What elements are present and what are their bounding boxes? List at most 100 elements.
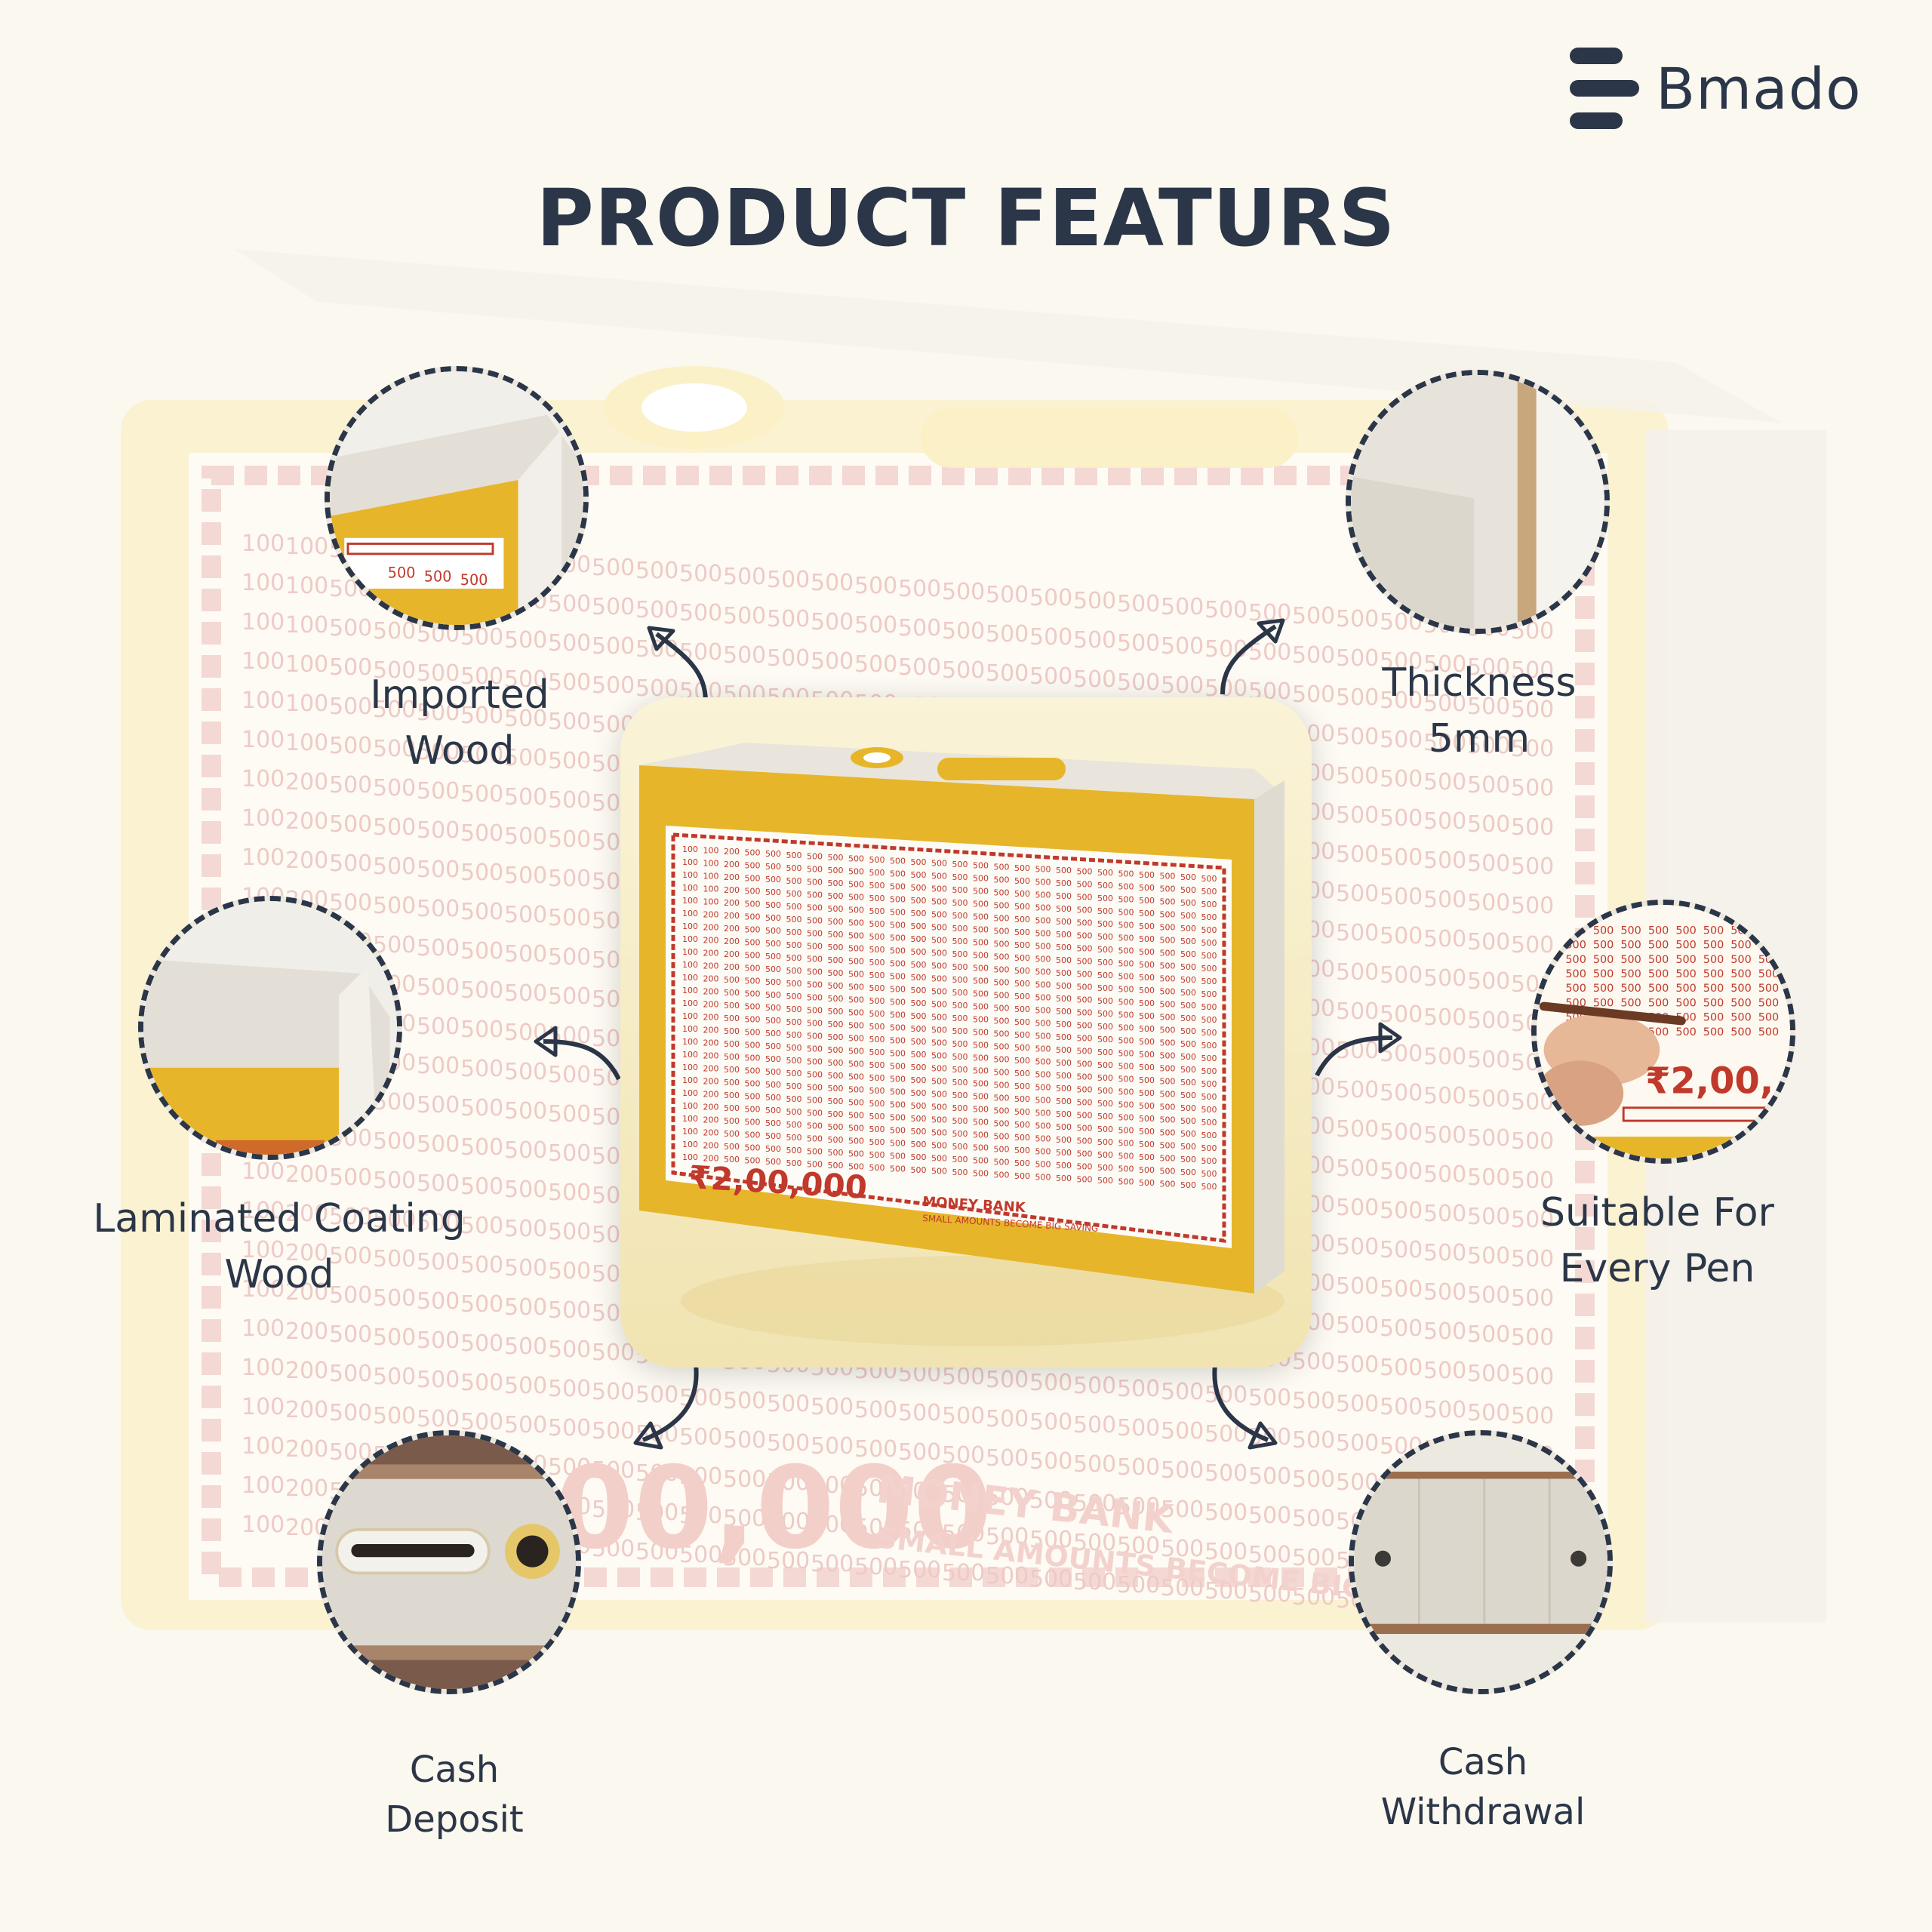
grid-value: 500 xyxy=(460,1056,503,1082)
grid-value: 500 xyxy=(898,615,941,641)
grid-value: 500 xyxy=(994,1093,1010,1103)
grid-value: 500 xyxy=(1035,928,1051,938)
grid-value: 500 xyxy=(973,951,989,961)
grid-value: 500 xyxy=(952,898,968,908)
grid-value: 500 xyxy=(1014,1056,1030,1066)
grid-value: 500 xyxy=(765,888,781,897)
grid-value: 500 xyxy=(848,1097,864,1107)
grid-value: 500 xyxy=(1593,983,1614,995)
grid-value: 500 xyxy=(807,1044,823,1054)
grid-value: 500 xyxy=(1620,997,1641,1009)
grid-value: 500 xyxy=(1097,971,1113,980)
grid-value: 500 xyxy=(890,1152,906,1161)
grid-value: 500 xyxy=(786,915,802,924)
grid-value: 500 xyxy=(724,1014,740,1023)
grid-value: 500 xyxy=(765,964,781,974)
grid-value: 500 xyxy=(854,612,897,638)
grid-value: 500 xyxy=(807,1146,823,1156)
grid-value: 500 xyxy=(1077,866,1093,876)
grid-value: 500 xyxy=(1035,992,1051,1002)
grid-value: 500 xyxy=(1118,959,1134,969)
grid-value: 500 xyxy=(973,1118,989,1128)
page-title: PRODUCT FEATURS xyxy=(536,172,1396,264)
grid-value: 500 xyxy=(1077,1020,1093,1030)
grid-value: 500 xyxy=(765,1003,781,1013)
grid-value: 500 xyxy=(1201,1092,1217,1102)
grid-value: 500 xyxy=(548,1376,591,1402)
grid-value: 500 xyxy=(1423,1397,1466,1423)
grid-value: 500 xyxy=(942,579,985,605)
grid-value: 500 xyxy=(973,964,989,974)
grid-value: 500 xyxy=(1336,685,1379,711)
grid-value: 500 xyxy=(329,615,372,641)
grid-value: 500 xyxy=(1035,1146,1051,1156)
grid-value: 500 xyxy=(1160,1090,1176,1100)
grid-value: 500 xyxy=(952,872,968,882)
grid-value: 500 xyxy=(1703,1026,1724,1038)
grid-value: 100 xyxy=(703,859,719,869)
grid-value: 200 xyxy=(703,910,719,920)
grid-value: 500 xyxy=(952,1039,968,1049)
grid-value: 500 xyxy=(973,989,989,999)
grid-value: 500 xyxy=(869,1124,885,1134)
grid-value: 500 xyxy=(1160,923,1176,933)
grid-value: 500 xyxy=(1160,974,1176,984)
grid-value: 200 xyxy=(703,1038,719,1048)
curved-arrow-icon xyxy=(521,1011,626,1117)
grid-value: 500 xyxy=(1077,931,1093,940)
grid-value: 500 xyxy=(890,1036,906,1046)
grid-value: 500 xyxy=(931,1013,947,1023)
grid-value: 500 xyxy=(1077,969,1093,979)
grid-value: 500 xyxy=(1139,998,1155,1008)
stacked-bars-logo-icon xyxy=(1570,48,1639,129)
grid-value: 500 xyxy=(1380,805,1423,832)
grid-value: 500 xyxy=(1248,639,1291,666)
grid-value: 500 xyxy=(592,555,635,581)
grid-value: 500 xyxy=(786,876,802,886)
grid-value: 500 xyxy=(1292,603,1335,629)
grid-value: 500 xyxy=(942,1364,985,1390)
grid-value: 500 xyxy=(1380,884,1423,910)
grid-value: 500 xyxy=(994,1003,1010,1013)
grid-value: 500 xyxy=(807,864,823,874)
grid-value: 500 xyxy=(931,859,947,869)
grid-value: 500 xyxy=(504,941,547,968)
grid-value: 100 xyxy=(242,766,285,792)
grid-value: 500 xyxy=(1160,987,1176,997)
grid-value: 500 xyxy=(828,981,844,991)
grid-value: 500 xyxy=(1073,666,1116,693)
grid-value: 500 xyxy=(724,1039,740,1049)
grid-value: 500 xyxy=(994,990,1010,1000)
grid-value: 500 xyxy=(373,775,416,801)
grid-value: 500 xyxy=(1077,1097,1093,1107)
grid-value: 500 xyxy=(1077,892,1093,902)
grid-value: 500 xyxy=(417,817,460,844)
grid-value: 500 xyxy=(1201,1066,1217,1076)
grid-value: 500 xyxy=(724,1091,740,1100)
grid-value: 500 xyxy=(504,863,547,889)
grid-value: 500 xyxy=(1117,591,1160,617)
grid-value: 500 xyxy=(1160,1103,1176,1112)
grid-value: 100 xyxy=(285,730,328,756)
grid-value: 500 xyxy=(548,1297,591,1324)
grid-value: 500 xyxy=(1139,1037,1155,1047)
grid-value: 500 xyxy=(1056,1045,1072,1055)
grid-value: 500 xyxy=(1180,911,1196,921)
grid-value: 500 xyxy=(1648,940,1669,952)
grid-value: 500 xyxy=(848,956,864,966)
grid-value: 500 xyxy=(869,906,885,916)
grid-value: 500 xyxy=(890,1100,906,1110)
grid-value: 500 xyxy=(931,1115,947,1125)
grid-value: 500 xyxy=(1097,945,1113,955)
grid-value: 200 xyxy=(724,924,740,934)
grid-value: 500 xyxy=(848,1046,864,1056)
grid-value: 500 xyxy=(869,1150,885,1160)
grid-value: 500 xyxy=(1336,606,1379,632)
grid-value: 200 xyxy=(703,1103,719,1112)
grid-value: 500 xyxy=(504,980,547,1007)
grid-value: 500 xyxy=(1380,1394,1423,1420)
grid-value: 500 xyxy=(898,576,941,602)
grid-value: 500 xyxy=(1097,1073,1113,1083)
grid-value: 500 xyxy=(1675,924,1696,937)
grid-value: 500 xyxy=(460,742,503,768)
